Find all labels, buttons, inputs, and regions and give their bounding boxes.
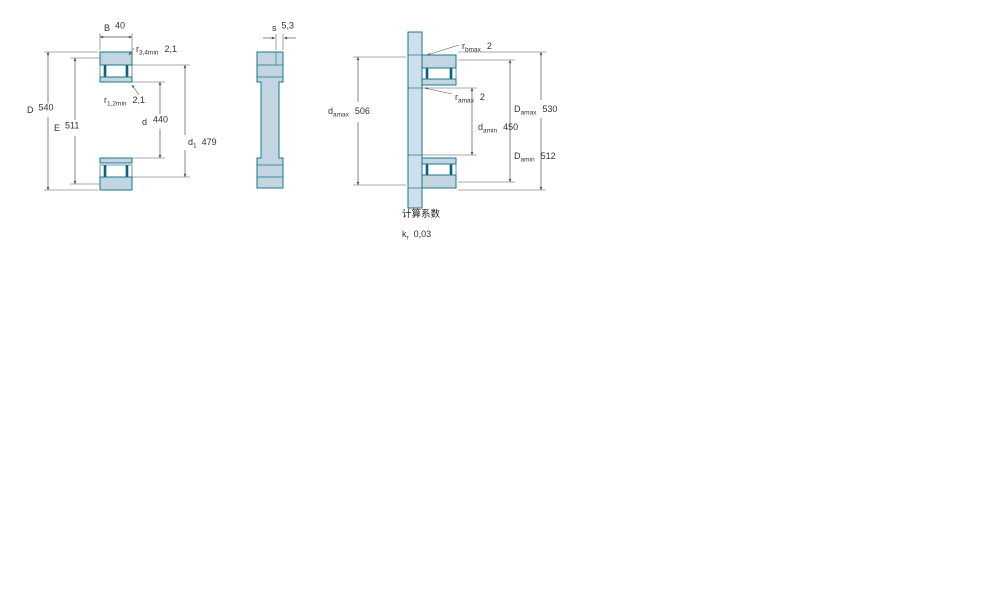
calculation-factors-title: 计算系数	[402, 208, 441, 220]
front-dimension-lines	[44, 33, 190, 191]
mounting-bottom-section	[421, 157, 457, 189]
inner-ring-flange-left	[421, 163, 427, 176]
cage-mark-right	[450, 164, 452, 175]
inner-ring	[99, 157, 133, 164]
cage-mark-right	[126, 165, 128, 177]
side-section-profile	[256, 51, 284, 189]
outer-ring	[99, 51, 133, 66]
outer-ring	[99, 176, 133, 191]
cage-mark-right	[126, 65, 128, 77]
inner-ring-flange-right	[451, 163, 457, 176]
roller	[427, 163, 451, 176]
cage-mark-left	[104, 65, 106, 77]
inner-ring-flange-left	[99, 164, 105, 178]
outer-ring	[421, 174, 457, 189]
inner-ring-flange-left	[421, 67, 427, 80]
inner-ring	[99, 76, 133, 83]
abutment-shoulder	[407, 31, 423, 209]
inner-ring	[421, 157, 457, 165]
inner-ring-flange-right	[451, 67, 457, 80]
roller	[427, 67, 451, 80]
mounting-top-section	[421, 54, 457, 86]
front-bottom-section	[99, 157, 133, 191]
inner-ring-flange-left	[99, 64, 105, 78]
front-top-section	[99, 51, 133, 83]
roller	[105, 164, 127, 178]
cage-mark-left	[426, 68, 428, 79]
cage-mark-right	[450, 68, 452, 79]
side-dimension-lines	[263, 34, 296, 50]
outer-ring	[421, 54, 457, 69]
inner-ring	[421, 78, 457, 86]
mounting-dimension-lines	[353, 44, 546, 191]
cage-mark-left	[104, 165, 106, 177]
roller	[105, 64, 127, 78]
cage-mark-left	[426, 164, 428, 175]
inner-ring-flange-right	[127, 64, 133, 78]
inner-ring-flange-right	[127, 164, 133, 178]
